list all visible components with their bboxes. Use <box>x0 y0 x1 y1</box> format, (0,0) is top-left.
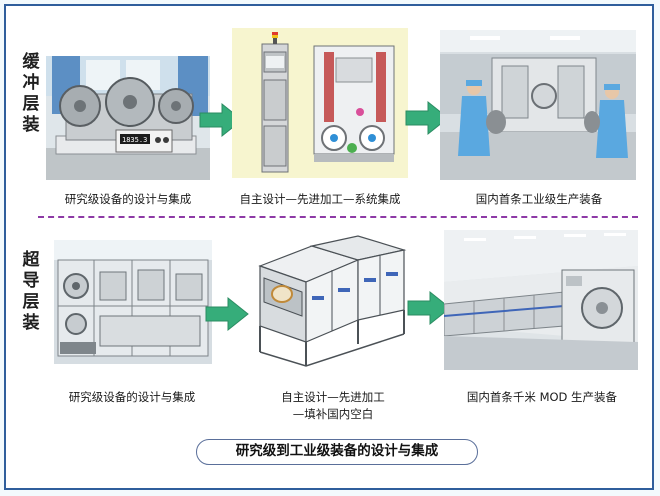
summary-label: 研究级到工业级装备的设计与集成 <box>196 439 478 465</box>
row-divider <box>38 216 638 218</box>
row-label-superconducting-layer: 超 导 层 装 <box>20 250 42 334</box>
photo-industrial-buffer-line <box>440 30 636 180</box>
row-label-char: 缓 <box>22 52 40 72</box>
arrow-right-icon <box>404 100 450 140</box>
caption-industrial-equipment: 国内首条工业级生产装备 <box>475 192 603 206</box>
photo-km-mod-production-line <box>444 230 638 370</box>
row-label-char: 装 <box>22 313 40 333</box>
caption-research-design: 研究级设备的设计与集成 <box>64 192 192 206</box>
row-label-char: 导 <box>22 271 40 291</box>
display-readout-text: 1835.3 <box>122 136 147 144</box>
photo-isometric-design <box>250 232 412 370</box>
row-label-char: 超 <box>22 250 40 270</box>
photo-research-buffer-equipment: 1835.3 <box>46 56 210 180</box>
caption-km-mod-equipment: 国内首条千米 MOD 生产装备 <box>466 390 618 404</box>
arrow-right-icon <box>406 290 452 330</box>
caption-fill-domestic-gap: —填补国内空白 <box>292 407 374 421</box>
row-label-char: 装 <box>22 115 40 135</box>
row-label-char: 层 <box>22 292 40 312</box>
caption-self-design-integration: 自主设计—先进加工—系统集成 <box>239 192 401 206</box>
photo-research-superconducting-equipment <box>54 240 212 364</box>
row-label-buffer-layer: 缓 冲 层 装 <box>20 52 42 136</box>
arrow-right-icon <box>204 296 250 336</box>
caption-self-design-advanced: 自主设计—先进加工 <box>281 390 385 404</box>
photo-design-drawing <box>232 28 408 178</box>
caption-research-design: 研究级设备的设计与集成 <box>68 390 196 404</box>
row-label-char: 冲 <box>22 73 40 93</box>
row-label-char: 层 <box>22 94 40 114</box>
